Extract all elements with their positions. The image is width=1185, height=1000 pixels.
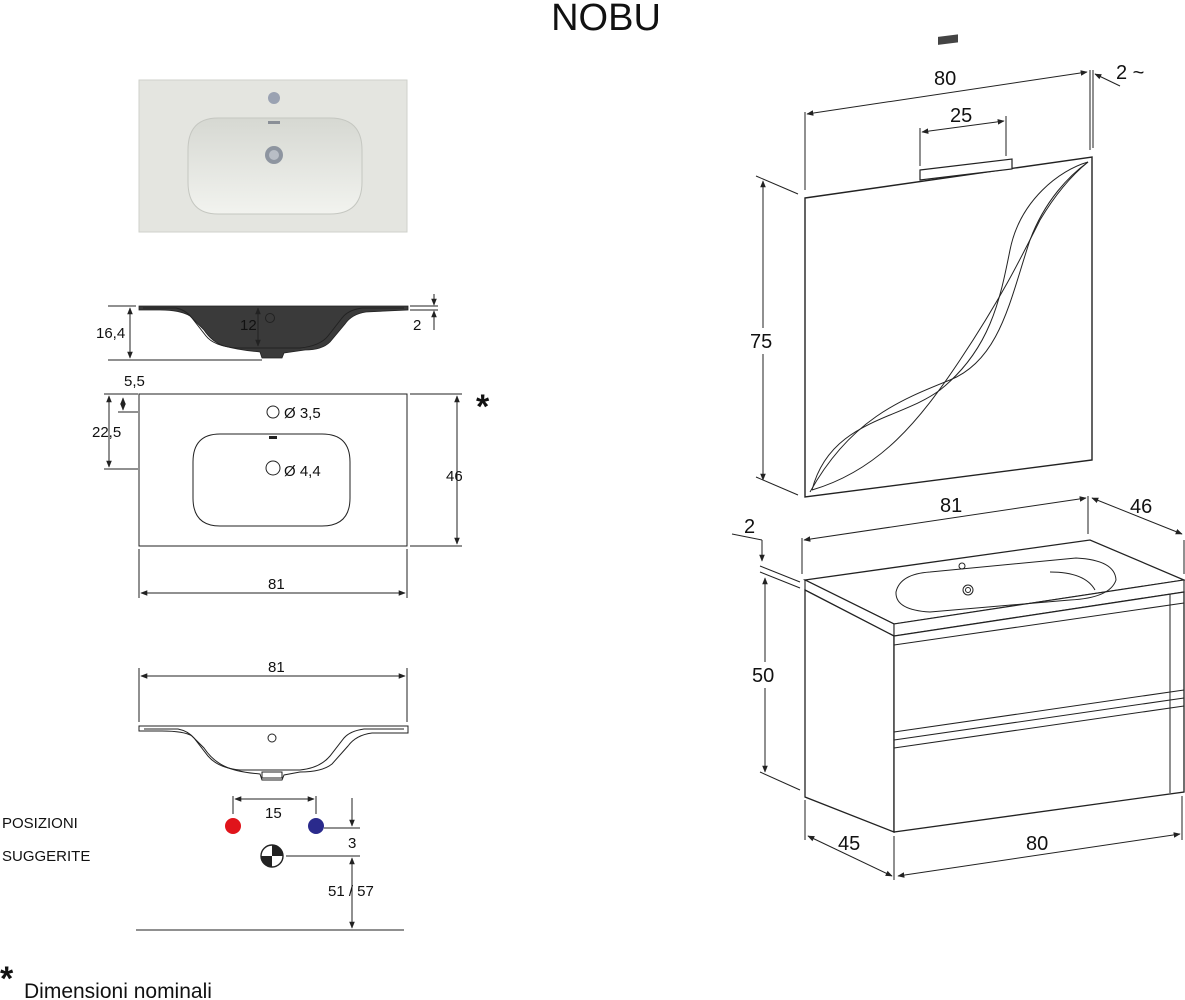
footnote-text: Dimensioni nominali bbox=[24, 980, 212, 1000]
dim-hole-offset: 22,5 bbox=[92, 424, 121, 441]
dim-drain-height: 51 / 57 bbox=[328, 883, 374, 900]
dim-mirror-width: 80 bbox=[934, 68, 956, 90]
dim-plan-depth: 46 bbox=[446, 468, 463, 485]
cold-water-point bbox=[308, 818, 324, 834]
dim-top-thickness: 2 bbox=[744, 516, 755, 538]
dim-section-width: 81 bbox=[268, 659, 285, 676]
dim-bowl-depth: 12 bbox=[240, 317, 257, 334]
dim-cabinet-width: 80 bbox=[1026, 833, 1048, 855]
dim-rim: 2 bbox=[413, 317, 421, 334]
dim-mirror-gap: 2 ~ bbox=[1116, 62, 1144, 84]
cabinet-view: 81 46 2 50 45 80 bbox=[731, 495, 1185, 880]
dim-edge-offset: 5,5 bbox=[124, 373, 145, 390]
hot-water-point bbox=[225, 818, 241, 834]
dim-tap-spacing: 15 bbox=[265, 805, 282, 822]
dim-tap-offset: 3 bbox=[348, 835, 356, 852]
suggested-positions: POSIZIONI SUGGERITE 15 3 51 / 57 bbox=[2, 796, 404, 931]
dim-plan-width: 81 bbox=[268, 576, 285, 593]
dim-mirror-height: 75 bbox=[750, 331, 772, 353]
suggested-label-line1: POSIZIONI bbox=[2, 815, 78, 832]
basin-render bbox=[138, 79, 408, 233]
plan-view: Ø 3,5 Ø 4,4 5,5 22,5 46 81 * bbox=[92, 373, 490, 598]
page-title: NOBU bbox=[551, 0, 661, 39]
dim-section-height: 16,4 bbox=[96, 325, 125, 342]
nominal-asterisk: * bbox=[476, 388, 490, 426]
drain-point-icon bbox=[260, 844, 284, 868]
dim-cabinet-depth: 45 bbox=[838, 833, 860, 855]
section-view-top: 16,4 12 2 bbox=[96, 294, 438, 361]
dim-tap-hole: Ø 3,5 bbox=[284, 405, 321, 422]
dim-cabinet-height: 50 bbox=[752, 665, 774, 687]
dim-drain-hole: Ø 4,4 bbox=[284, 463, 321, 480]
dim-top-depth: 46 bbox=[1130, 496, 1152, 518]
suggested-label-line2: SUGGERITE bbox=[2, 848, 90, 865]
dim-top-width: 81 bbox=[940, 495, 962, 517]
mirror-view: 80 2 ~ 25 75 bbox=[745, 34, 1144, 498]
section-view-bottom: 81 bbox=[138, 659, 409, 781]
footnote-asterisk: * bbox=[0, 960, 14, 998]
dim-lamp-width: 25 bbox=[950, 105, 972, 127]
